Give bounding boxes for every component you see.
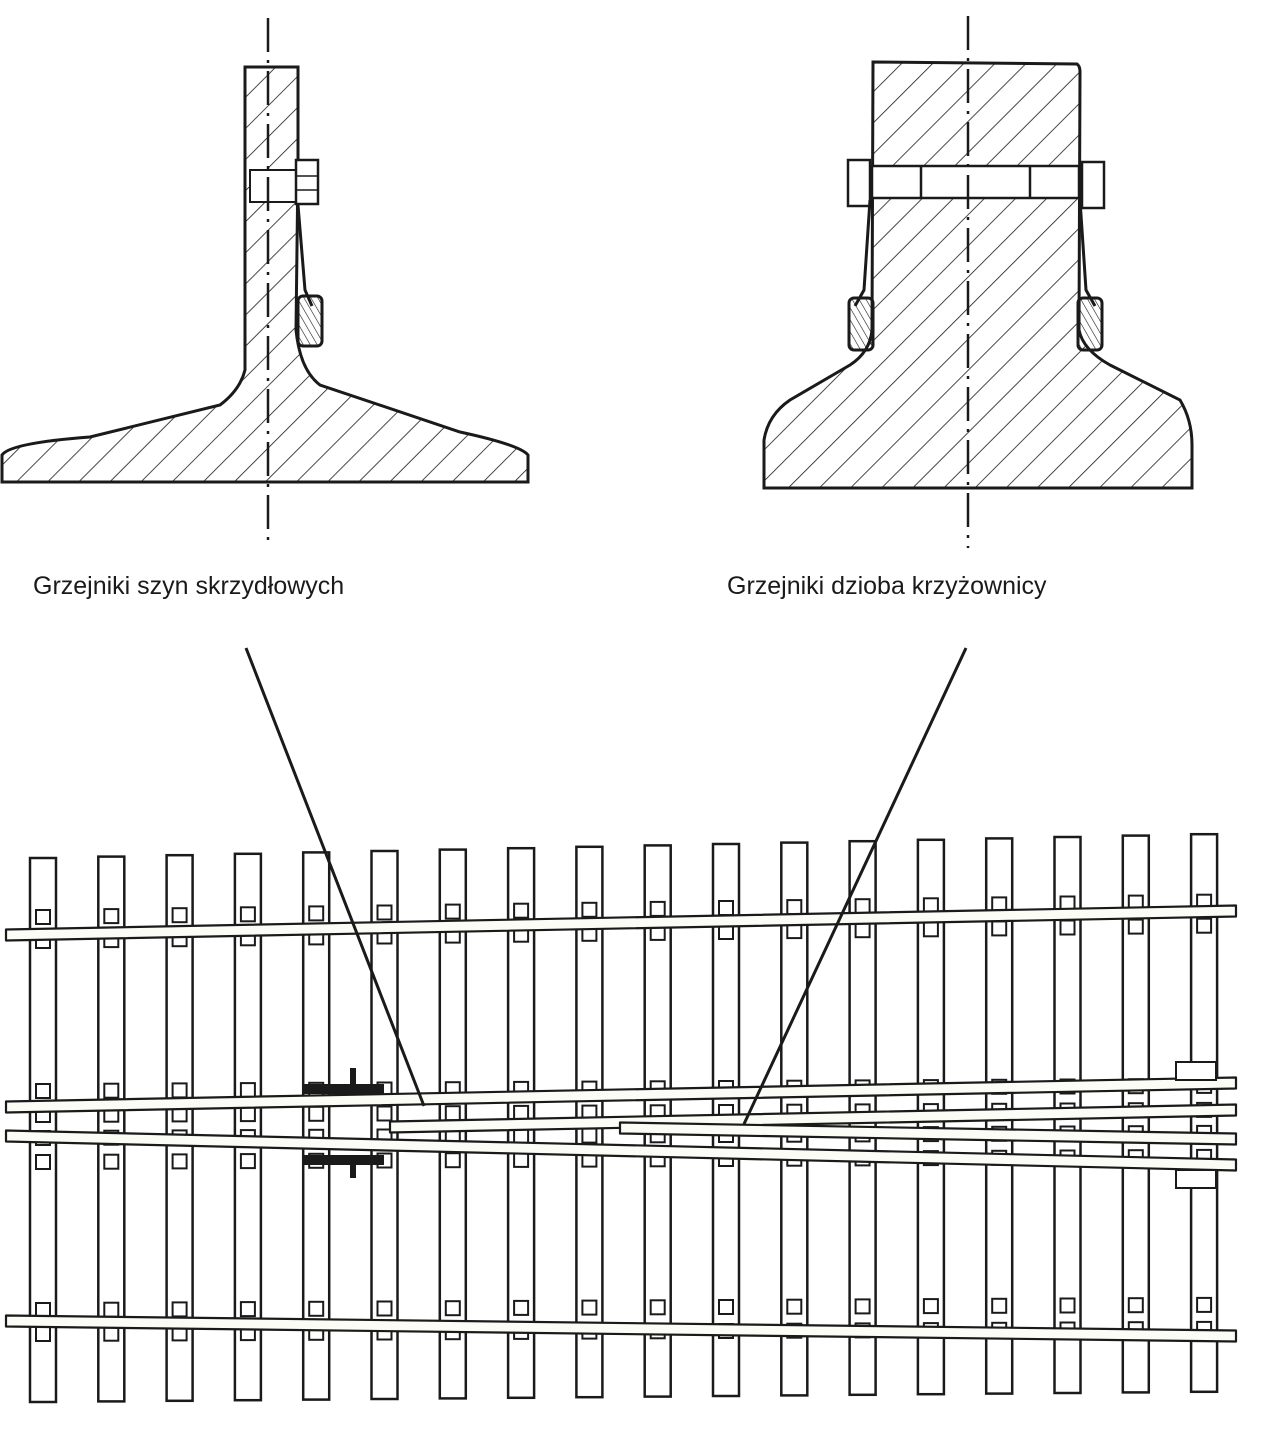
rail-fastener (444, 1300, 461, 1317)
heater-connector-top (350, 1068, 356, 1088)
wing-rail-diverging (4, 1076, 1238, 1114)
rail-fastener (103, 908, 120, 925)
rail-fastener (922, 921, 939, 938)
rail-fastener (376, 904, 393, 921)
rail-fastener (171, 1153, 188, 1170)
outer-rail-bottom (4, 1314, 1238, 1343)
rail-fastener (35, 1154, 51, 1170)
rail-fastener (581, 1299, 598, 1316)
label-wing-rail-heaters: Grzejniki szyn skrzydłowych (33, 572, 345, 600)
frog-nose-profile (762, 60, 1194, 490)
rail-fastener (513, 902, 530, 919)
heater-block-top (304, 1084, 384, 1094)
leader-line-wing-rail (244, 647, 426, 1107)
rail-fastener (239, 1082, 256, 1099)
rail-fastener (1127, 1297, 1144, 1314)
rail-fastener (922, 897, 939, 914)
rail-fastener (239, 1106, 256, 1123)
rail-fastener (35, 909, 51, 925)
rail-fastener (444, 1152, 461, 1169)
rail-fastener (718, 900, 734, 916)
rail-fastener (513, 1299, 530, 1316)
rail-fastener (35, 1083, 51, 1099)
rail-fastener (922, 1298, 939, 1315)
heater-element (296, 294, 324, 348)
rail-fastener (649, 900, 666, 917)
rail-fastener (35, 1326, 51, 1342)
rail-fastener (1127, 918, 1144, 935)
rail-fastener (854, 922, 871, 939)
rail-fastener (786, 1298, 803, 1315)
rail-fastener (171, 1082, 188, 1099)
frog-nose-rail-a (388, 1103, 1238, 1134)
rail-fastener (239, 1301, 256, 1318)
rail-fastener (854, 1298, 871, 1315)
joint-plate-top (1175, 1061, 1217, 1081)
joint-plate-bottom (1175, 1169, 1217, 1189)
rail-fastener (1196, 917, 1213, 934)
frog-nose-section (762, 16, 1194, 548)
rail-fastener (1059, 919, 1076, 936)
label-frog-nose-heaters: Grzejniki dzioba krzyżownicy (727, 572, 1047, 600)
rail-fastener (308, 1300, 325, 1317)
heater-element-right (1076, 296, 1104, 352)
rail-fastener (308, 905, 325, 922)
leader-line-frog-nose (742, 647, 968, 1125)
rail-fastener (376, 1300, 393, 1317)
rail-fastener (1059, 1297, 1076, 1314)
wing-rail-profile (0, 65, 530, 484)
heater-clip-right (1078, 199, 1097, 307)
rail-fastener (854, 898, 871, 915)
heater-clip (296, 204, 314, 307)
bolt-channel (870, 164, 1081, 200)
rail-fastener (581, 1127, 598, 1144)
rail-fastener (1196, 1296, 1213, 1313)
rail-fastener (171, 907, 188, 924)
frog-nose-rail-b (618, 1121, 1238, 1146)
rail-fastener (513, 1151, 530, 1168)
rail-fastener (786, 899, 803, 916)
rail-fastener (171, 1301, 188, 1318)
rail-fastener (991, 920, 1008, 937)
rail-fastener (103, 1301, 120, 1318)
bolt-head-left (846, 158, 872, 208)
rail-fastener (444, 903, 461, 920)
heater-clip-left (853, 199, 872, 307)
rail-fastener (239, 1153, 256, 1170)
heater-element-left (847, 296, 875, 352)
rail-fastener (991, 1297, 1008, 1314)
heater-connector-bottom (350, 1160, 356, 1178)
wing-rail-section (0, 18, 530, 548)
turnout-plan-view (4, 832, 1238, 1404)
rail-fastener (649, 1299, 666, 1316)
bolt-hole (249, 169, 297, 203)
rail-fastener (103, 1082, 120, 1099)
rail-fastener (718, 1299, 734, 1315)
heater-block-bottom (304, 1155, 384, 1165)
outer-rail-top (4, 904, 1238, 942)
rail-fastener (581, 901, 598, 918)
rail-fastener (239, 906, 256, 923)
rail-fastener (308, 1105, 325, 1122)
wing-rail-straight (4, 1129, 1238, 1172)
rail-fastener (444, 1105, 461, 1122)
rail-fastener (103, 1153, 120, 1170)
rail-fastener (376, 1105, 393, 1122)
bolt-head-right (1080, 160, 1106, 210)
bolt-head (294, 158, 320, 206)
